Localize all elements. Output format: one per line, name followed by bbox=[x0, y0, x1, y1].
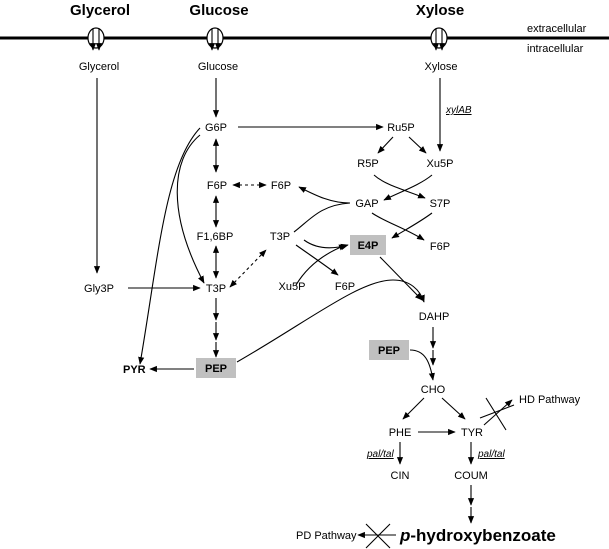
xu5p-node: Xu5P bbox=[427, 158, 454, 170]
glucose-node: Glucose bbox=[198, 61, 238, 73]
f6p-right-node: F6P bbox=[430, 241, 450, 253]
tk2-curve-b bbox=[295, 244, 339, 276]
g6p-to-pyr-curve bbox=[138, 127, 201, 365]
s7p-node: S7P bbox=[430, 198, 451, 210]
f6p-low-node: F6P bbox=[335, 281, 355, 293]
gap-to-f6p-curve bbox=[298, 186, 351, 204]
cin-node: CIN bbox=[391, 470, 410, 482]
tk1-curve-a bbox=[373, 174, 426, 199]
glycerol-title: Glycerol bbox=[70, 2, 130, 19]
t3p-node: T3P bbox=[206, 283, 226, 295]
hd-pathway-label: HD Pathway bbox=[519, 394, 581, 406]
ru5p-to-xu5p-arrow bbox=[408, 136, 427, 154]
glycerol-transporter-icon bbox=[87, 27, 105, 51]
f6p-mid-node: F6P bbox=[271, 180, 291, 192]
gly3p-node: Gly3P bbox=[84, 283, 114, 295]
coum-node: COUM bbox=[454, 470, 488, 482]
tyr-to-hd-arrow bbox=[483, 399, 513, 426]
t3p-dashed-arrow bbox=[229, 249, 267, 288]
gap-node: GAP bbox=[355, 198, 378, 210]
pal-left-enzyme: pal/tal bbox=[366, 449, 394, 460]
pep-to-dahp-curve bbox=[236, 279, 425, 363]
g6p-to-t3p-curve bbox=[176, 134, 205, 284]
xylose-node: Xylose bbox=[424, 61, 457, 73]
ta-curve-b bbox=[391, 212, 433, 239]
phe-node: PHE bbox=[389, 427, 412, 439]
tyr-node: TYR bbox=[461, 427, 483, 439]
g6p-node: G6P bbox=[205, 122, 227, 134]
gap-to-t3p-curve bbox=[293, 202, 351, 233]
tk1-curve-b bbox=[383, 174, 433, 201]
pep-left-node: PEP bbox=[205, 363, 227, 375]
glycerol-node: Glycerol bbox=[79, 61, 119, 73]
cho-node: CHO bbox=[421, 384, 446, 396]
f16bp-node: F1,6BP bbox=[197, 231, 234, 243]
cho-to-phe-arrow bbox=[402, 397, 425, 420]
glucose-title: Glucose bbox=[189, 2, 248, 19]
dahp-node: DAHP bbox=[419, 311, 450, 323]
f6p-left-node: F6P bbox=[207, 180, 227, 192]
xu5p-low-node: Xu5P bbox=[279, 281, 306, 293]
pal-right-enzyme: pal/tal bbox=[477, 449, 505, 460]
extracellular-label: extracellular bbox=[527, 23, 587, 35]
pep-right-join-curve bbox=[409, 349, 435, 381]
pep-right-node: PEP bbox=[378, 345, 400, 357]
e4p-node: E4P bbox=[358, 240, 379, 252]
pd-pathway-label: PD Pathway bbox=[296, 530, 357, 542]
ru5p-node: Ru5P bbox=[387, 122, 415, 134]
r5p-node: R5P bbox=[357, 158, 378, 170]
tk2-curve-c bbox=[303, 239, 349, 250]
cho-to-tyr-arrow bbox=[441, 397, 466, 420]
e4p-to-dahp-arrow bbox=[379, 256, 423, 301]
final-product-label: p-hydroxybenzoate bbox=[399, 526, 556, 545]
pd-block-cross-icon bbox=[365, 523, 391, 549]
ta-curve-a bbox=[371, 212, 425, 241]
e4p-box bbox=[350, 235, 386, 255]
hd-block-cross-icon bbox=[479, 397, 515, 431]
t3p-mid-node: T3P bbox=[270, 231, 290, 243]
pep-right-box bbox=[369, 340, 409, 360]
glucose-transporter-icon bbox=[206, 27, 224, 51]
xylose-transporter-icon bbox=[430, 27, 448, 51]
intracellular-label: intracellular bbox=[527, 43, 584, 55]
pep-left-box bbox=[196, 358, 236, 378]
pyr-node: PYR bbox=[123, 364, 146, 376]
tk2-curve-a bbox=[295, 244, 347, 286]
xylab-enzyme: xylAB bbox=[445, 105, 472, 116]
ru5p-to-r5p-arrow bbox=[377, 136, 394, 154]
xylose-title: Xylose bbox=[416, 2, 464, 19]
